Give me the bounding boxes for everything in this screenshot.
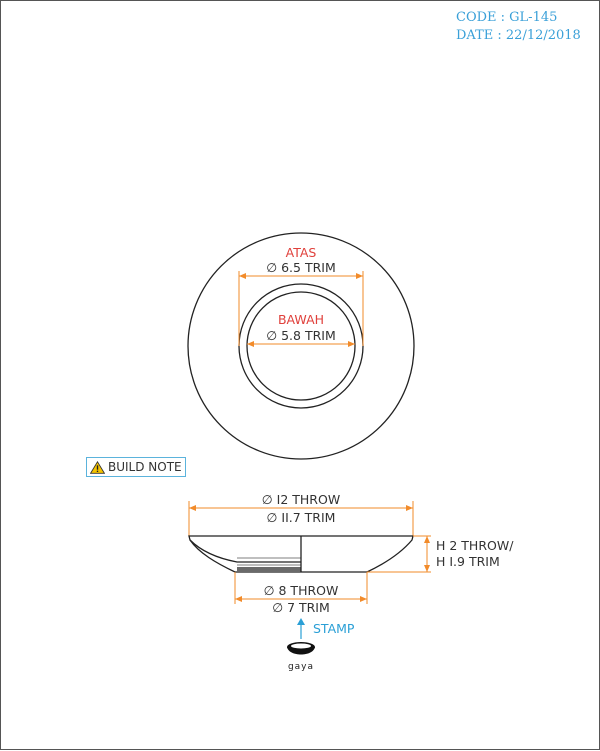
atas-dimension-text: ∅ 6.5 TRIM (266, 260, 336, 275)
arrow-up-icon-head (297, 618, 305, 625)
drawing-date: DATE : 22/12/2018 (456, 28, 581, 43)
height-trim-text: H I.9 TRIM (436, 554, 500, 569)
height-throw-text: H 2 THROW/ (436, 538, 514, 553)
atas-arrow-right (356, 273, 363, 279)
base-diameter-trim-text: ∅ 7 TRIM (272, 600, 330, 615)
bawah-arrow-left (247, 341, 254, 347)
warning-icon (90, 460, 105, 474)
height-arrow-bottom (424, 565, 430, 572)
bawah-label: BAWAH (278, 312, 324, 327)
atas-arrow-left (239, 273, 246, 279)
atas-label: ATAS (286, 245, 317, 260)
build-note-badge[interactable]: BUILD NOTE (86, 457, 186, 477)
base-diameter-arrow-left (235, 596, 242, 602)
inner-well-outer-circle (238, 283, 364, 409)
logo-bowl-inner (291, 643, 311, 649)
drawing-code: CODE : GL-145 (456, 10, 558, 25)
title-block: CODE : GL-145 DATE : 22/12/2018 (456, 9, 581, 45)
section-inner-curve (189, 539, 301, 563)
build-note-label: BUILD NOTE (108, 460, 182, 474)
base-diameter-throw-text: ∅ 8 THROW (264, 583, 339, 598)
bawah-arrow-right (348, 341, 355, 347)
gaya-logo: gaya (287, 642, 315, 672)
top-diameter-throw-text: ∅ I2 THROW (262, 492, 340, 507)
top-diameter-arrow-left (189, 505, 196, 511)
foot-section-fill (237, 567, 301, 572)
top-view: ATAS ∅ 6.5 TRIM BAWAH ∅ 5.8 TRIM (187, 232, 415, 460)
stamp-callout: STAMP (297, 618, 355, 639)
top-diameter-arrow-right (406, 505, 413, 511)
side-view: ∅ I2 THROW ∅ II.7 TRIM H 2 THROW/ H I.9 … (188, 492, 514, 615)
logo-bowl-body (287, 647, 315, 655)
outer-rim-circle (187, 232, 415, 460)
inner-well-inner-circle (246, 291, 356, 401)
stamp-label: STAMP (313, 621, 355, 636)
logo-text: gaya (288, 662, 314, 672)
bawah-dimension-text: ∅ 5.8 TRIM (266, 328, 336, 343)
base-diameter-arrow-right (360, 596, 367, 602)
height-arrow-top (424, 536, 430, 543)
top-diameter-trim-text: ∅ II.7 TRIM (267, 510, 336, 525)
